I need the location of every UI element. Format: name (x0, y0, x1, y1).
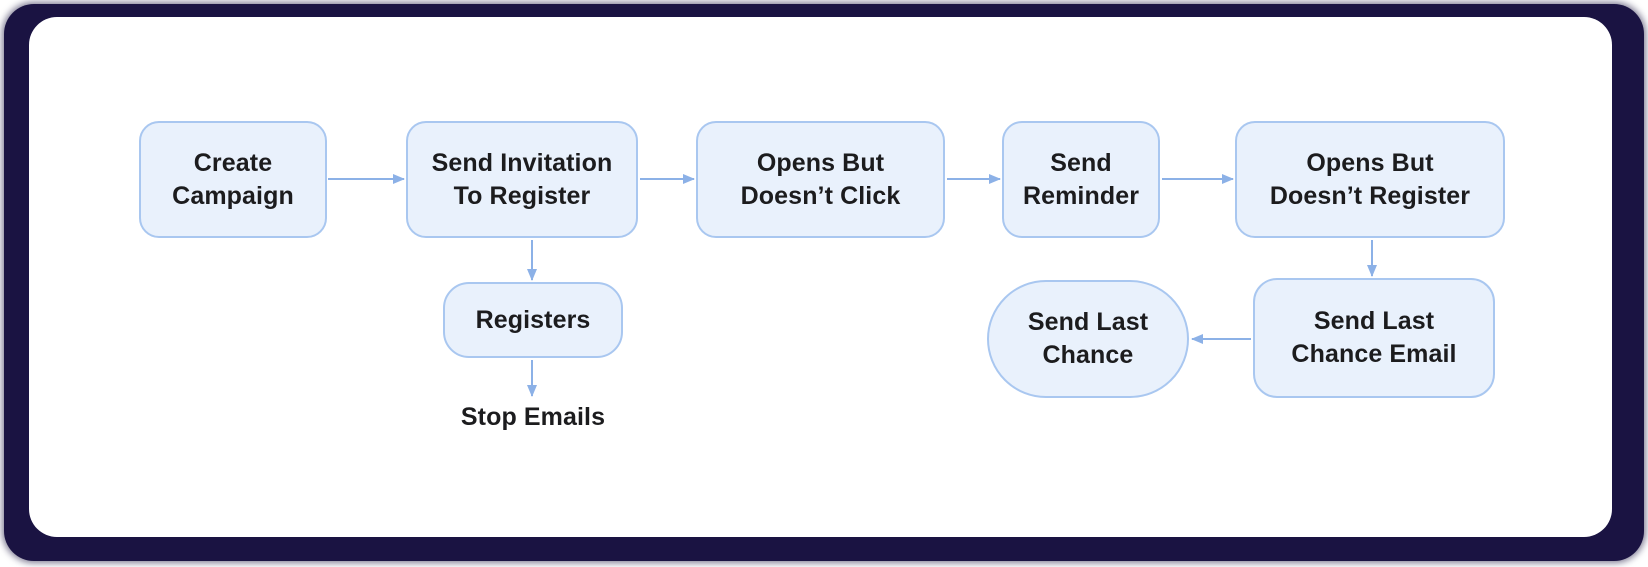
node-label: Send Invitation To Register (431, 148, 613, 210)
node-label: Send Reminder (1022, 148, 1140, 210)
node-opens-but-doesnt-click: Opens But Doesn’t Click (696, 121, 945, 238)
diagram-card (29, 17, 1612, 537)
node-create-campaign: Create Campaign (139, 121, 327, 238)
node-label: Registers (475, 305, 591, 334)
node-label: Send Last Chance (1027, 308, 1149, 369)
node-send-reminder: Send Reminder (1002, 121, 1160, 238)
node-label: Create Campaign (172, 148, 294, 210)
node-opens-but-doesnt-register: Opens But Doesn’t Register (1235, 121, 1505, 238)
node-label: Send Last Chance Email (1291, 307, 1457, 368)
node-registers: Registers (443, 282, 623, 358)
node-send-invitation-to-register: Send Invitation To Register (406, 121, 638, 238)
node-label: Opens But Doesn’t Register (1269, 148, 1471, 210)
node-send-last-chance: Send Last Chance (987, 280, 1189, 398)
node-label: Opens But Doesn’t Click (740, 148, 901, 210)
node-send-last-chance-email: Send Last Chance Email (1253, 278, 1495, 398)
label-stop-emails: Stop Emails (460, 402, 606, 431)
